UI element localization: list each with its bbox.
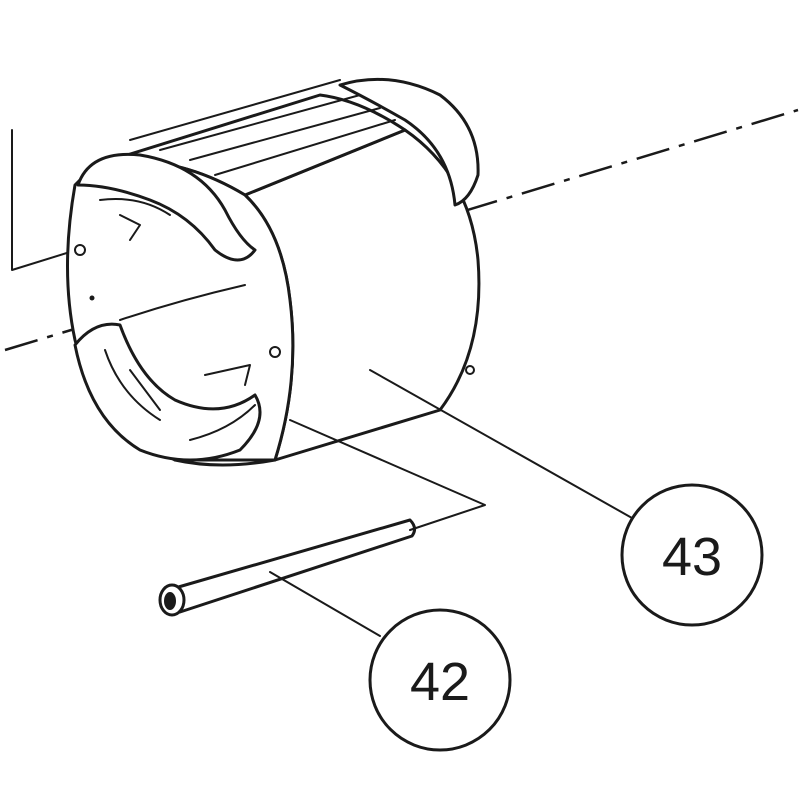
bolt-axis-leader-line: [289, 419, 486, 531]
callout-43-leader: [369, 369, 633, 519]
callout-43-circle: [620, 483, 764, 627]
callout-42-leader: [269, 571, 381, 637]
left-leader-line: [11, 129, 71, 271]
bolt-part-42: [158, 518, 417, 617]
stator-housing-part-43: [66, 77, 481, 467]
callout-42-circle: [368, 608, 512, 752]
callout-43-label: 43: [662, 527, 722, 587]
callout-42-label: 42: [410, 652, 470, 712]
